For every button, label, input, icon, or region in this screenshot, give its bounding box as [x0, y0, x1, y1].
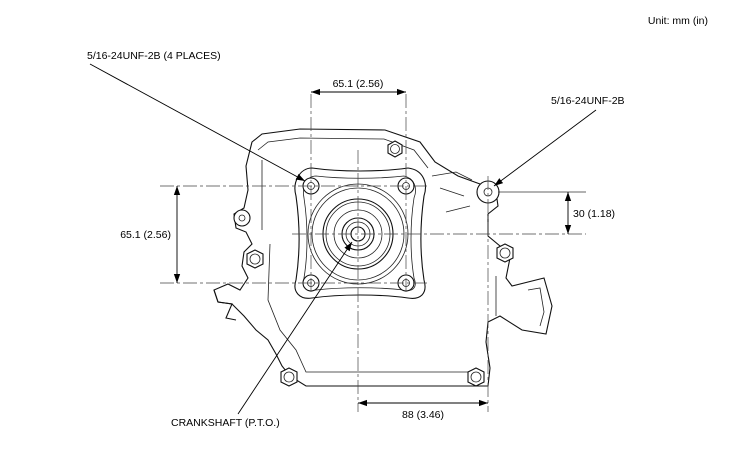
callout-bolt-holes-4: 5/16-24UNF-2B (4 PLACES): [87, 50, 306, 182]
dimension-hole-spacing-horizontal: 65.1 (2.56): [311, 78, 406, 96]
dim-label-horizontal-spacing: 65.1 (2.56): [333, 78, 384, 90]
case-hex-bolts: [246, 140, 514, 387]
unit-note: Unit: mm (in): [648, 15, 708, 27]
dimension-offset-horizontal: 88 (3.46): [358, 399, 488, 421]
callout-label-bolt-hole-single: 5/16-24UNF-2B: [551, 95, 625, 107]
callout-crankshaft: CRANKSHAFT (P.T.O.): [171, 241, 353, 429]
hex-bolt-bottom-left: [280, 367, 298, 387]
callout-label-bolt-holes-4: 5/16-24UNF-2B (4 PLACES): [87, 50, 221, 62]
dim-label-vertical-spacing: 65.1 (2.56): [120, 229, 171, 241]
dimension-offset-vertical: 30 (1.18): [564, 192, 615, 234]
dim-label-offset-horizontal: 88 (3.46): [402, 409, 444, 421]
hex-bolt-right: [496, 243, 514, 263]
callout-bolt-hole-single: 5/16-24UNF-2B: [493, 95, 625, 187]
hex-bolt-top: [387, 140, 403, 158]
callout-label-crankshaft: CRANKSHAFT (P.T.O.): [171, 417, 280, 429]
dim-label-offset-vertical: 30 (1.18): [573, 208, 615, 220]
center-lines: [160, 94, 586, 412]
hex-bolt-bottom-right: [467, 367, 485, 387]
hex-bolt-left: [246, 249, 264, 269]
dimension-hole-spacing-vertical: 65.1 (2.56): [120, 186, 181, 283]
crankcase-outline: [213, 128, 553, 387]
